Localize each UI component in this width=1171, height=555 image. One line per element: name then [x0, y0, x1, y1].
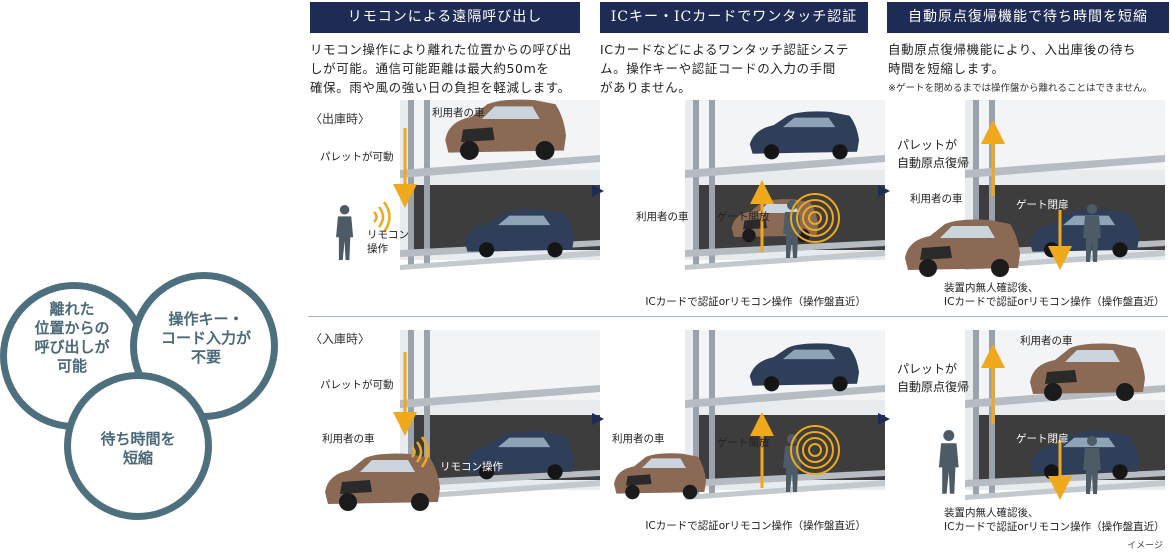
r2c2-user-car: 利用者の車	[612, 433, 665, 445]
r2c3-pallet-return: パレットが 自動原点復帰	[897, 362, 970, 394]
circle-wait-text: 待ち時間を 短縮	[100, 430, 176, 467]
r1c3-gate-close: ゲート閉扉	[1016, 199, 1069, 211]
r1c3-user-car: 利用者の車	[910, 193, 963, 205]
r2c2-ic-auth: ICカードで認証orリモコン操作（操作盤直近）	[645, 520, 866, 532]
column-2-description: ICカードなどによるワンタッチ認証システ ム。操作キーや認証コードの入力の手間 …	[600, 42, 850, 95]
r2c3-user-car: 利用者の車	[1020, 335, 1073, 347]
r2c3-gate-close: ゲート閉扉	[1016, 433, 1069, 445]
circle-no-code-text: 操作キー・ コード入力が 不要	[160, 310, 251, 366]
column-1-title: リモコンによる遠隔呼び出し	[310, 2, 580, 33]
r1c1-user-car: 利用者の車	[432, 107, 485, 119]
r1c1-pallet-moves: パレットが可動	[320, 151, 394, 163]
column-2-title: ICキー・ICカードでワンタッチ認証	[600, 2, 868, 33]
r2c1-pallet-moves: パレットが可動	[320, 379, 394, 391]
next-arrow-r1-2	[878, 185, 890, 197]
next-arrow-r2-2	[878, 413, 890, 425]
column-3-description: 自動原点復帰機能により、入出庫後の待ち 時間を短縮します。	[888, 42, 1137, 76]
r2c2-gate-open: ゲート開放	[717, 437, 770, 449]
r1c2-ic-auth: ICカードで認証orリモコン操作（操作盤直近）	[645, 296, 866, 308]
column-3-note: ※ゲートを閉めるまでは操作盤から離れることはできません。	[888, 83, 1153, 94]
circle-wait	[64, 372, 212, 520]
circle-remote-text: 離れた 位置からの 呼び出しが 可能	[34, 300, 110, 375]
row-divider	[308, 316, 1168, 317]
r1c1-remote-op: リモコン 操作	[367, 229, 409, 255]
column-3-title: 自動原点復帰機能で待ち時間を短縮	[887, 2, 1169, 33]
circle-remote	[0, 282, 148, 430]
r2c3-after-check: 装置内無人確認後、 ICカードで認証orリモコン操作（操作盤直近）	[944, 507, 1165, 533]
column-1-description: リモコン操作により離れた位置からの呼び出 しが可能。通信可能距離は最大約50mを…	[310, 42, 572, 95]
r1c3-after-check: 装置内無人確認後、 ICカードで認証orリモコン操作（操作盤直近）	[944, 282, 1165, 308]
r2c1-user-car: 利用者の車	[322, 433, 375, 445]
r2c1-remote-op: リモコン操作	[440, 461, 503, 473]
next-arrow-r1-1	[592, 185, 604, 197]
next-arrow-r2-1	[592, 413, 604, 425]
r1c2-user-car: 利用者の車	[636, 211, 689, 223]
row-label-exit: 〈出庫時〉	[310, 112, 371, 126]
image-note: イメージ	[1127, 541, 1163, 551]
r1c2-gate-open: ゲート開放	[717, 211, 770, 223]
r1c3-pallet-return: パレットが 自動原点復帰	[897, 138, 970, 170]
row-label-entry: 〈入庫時〉	[310, 332, 371, 346]
